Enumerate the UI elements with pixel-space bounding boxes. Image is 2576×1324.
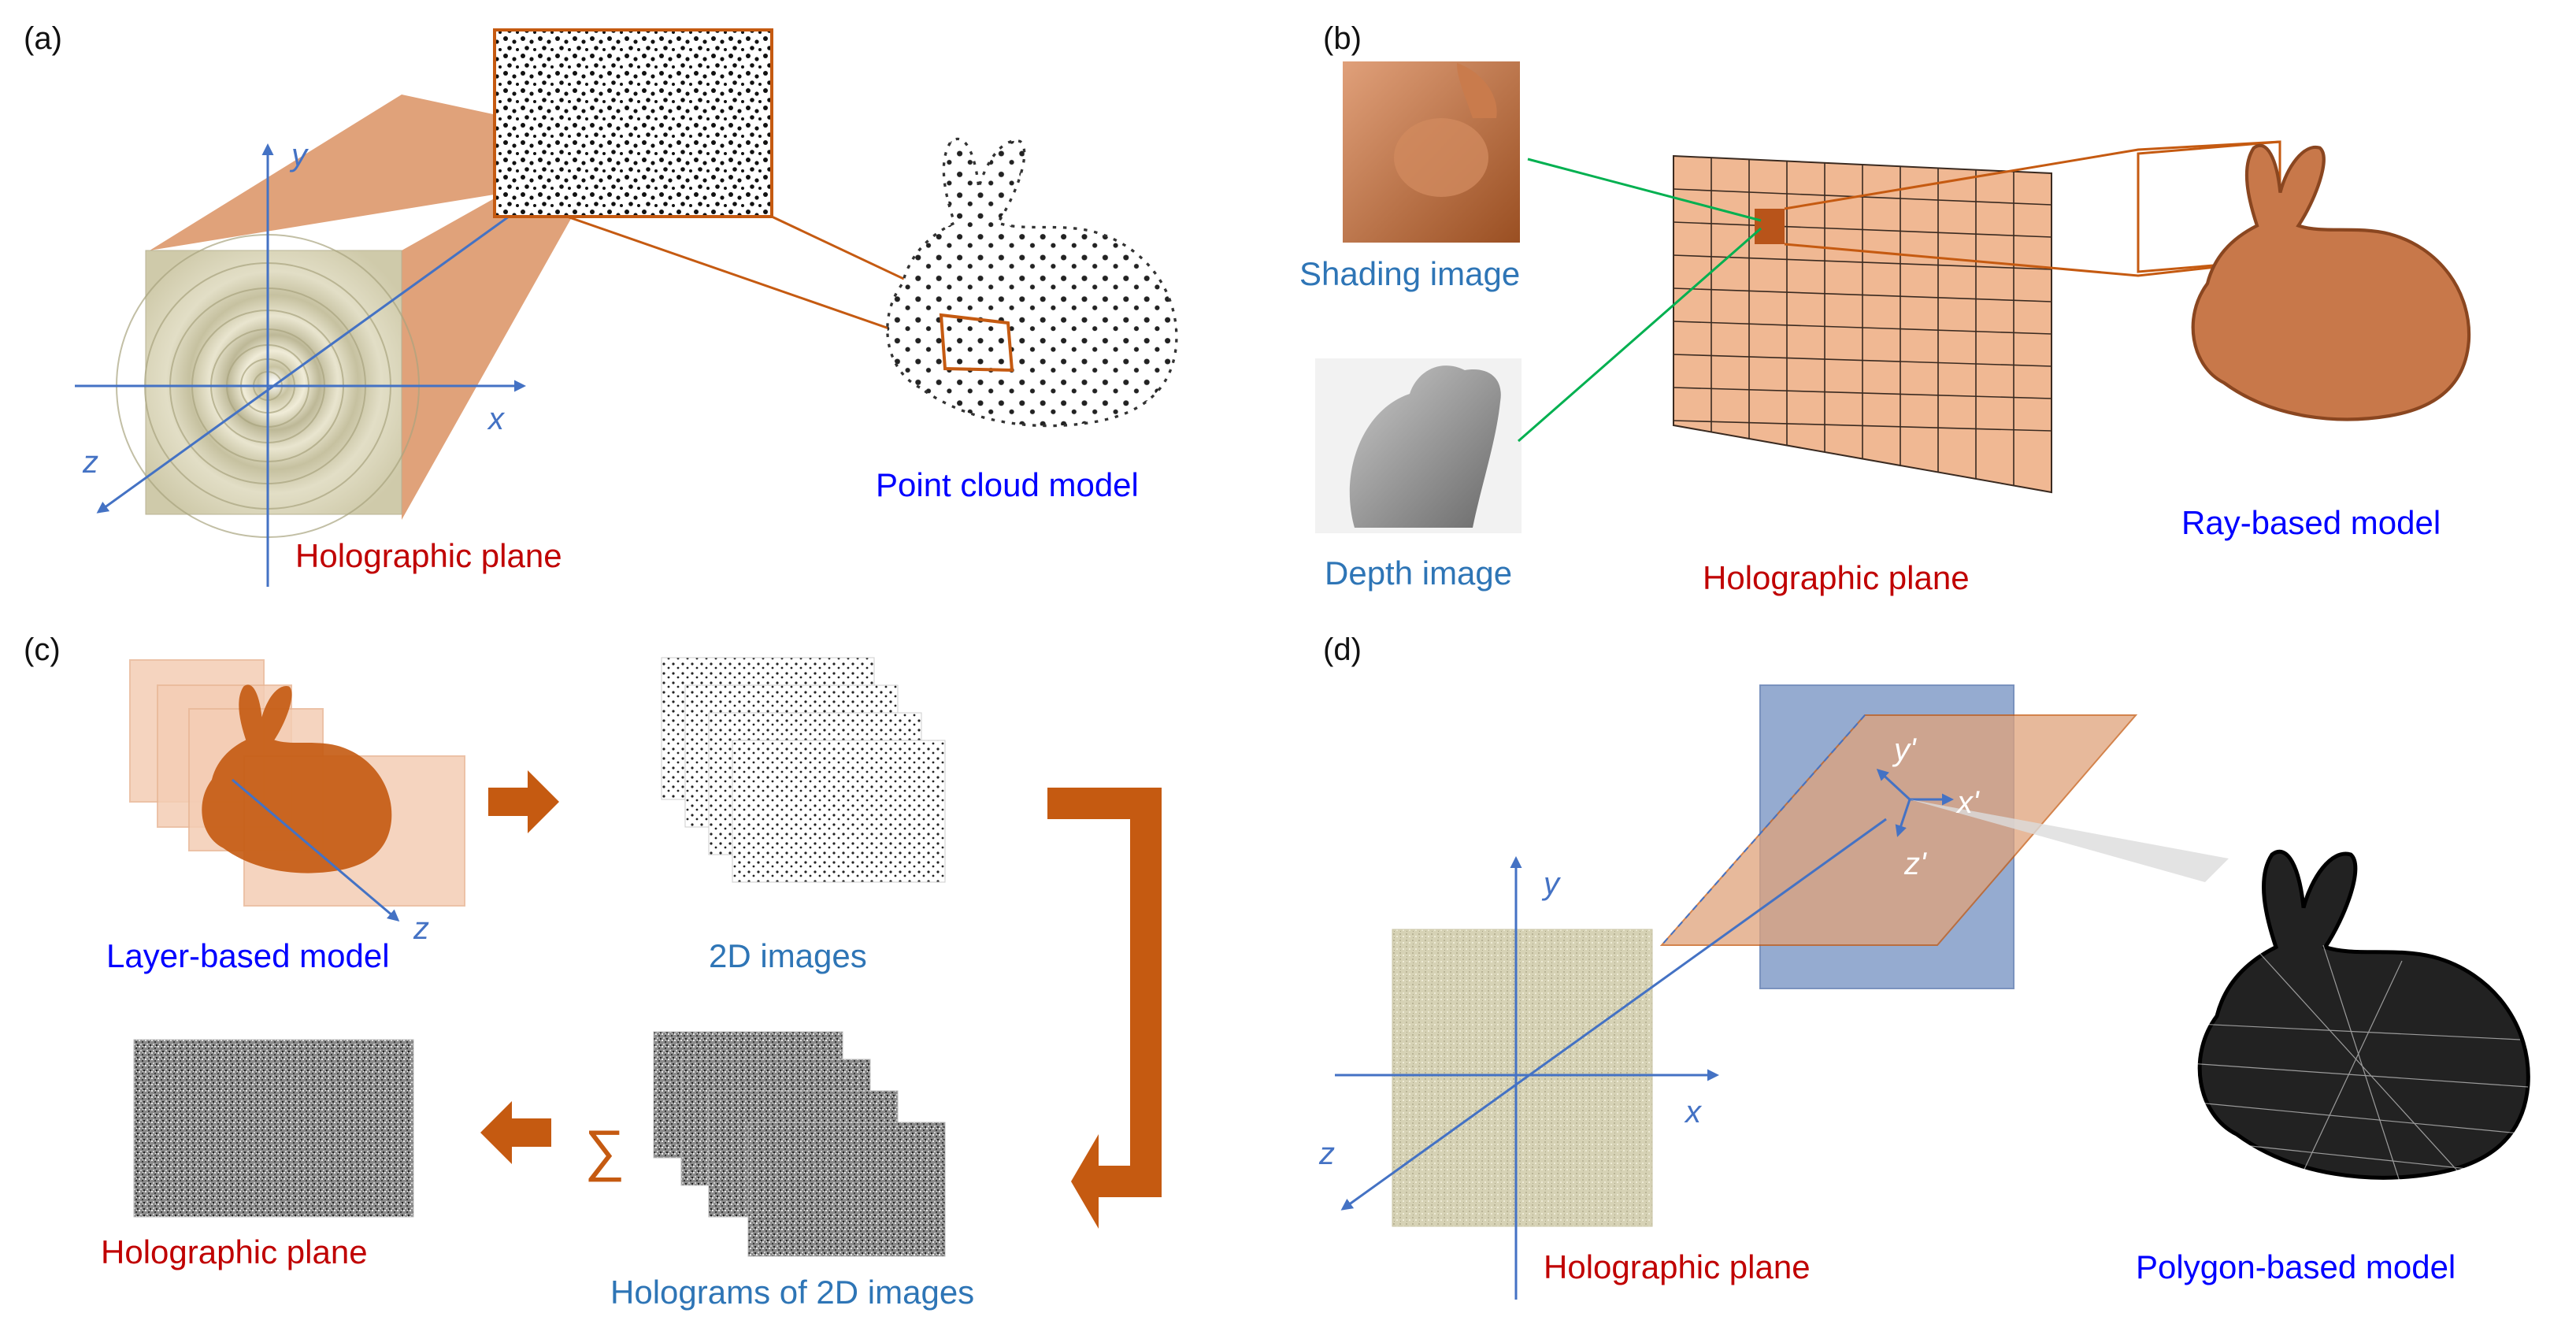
projection-beam bbox=[1910, 799, 2229, 882]
caption-model-a: Point cloud model bbox=[876, 466, 1139, 503]
depth-link-line bbox=[1518, 227, 1762, 443]
zoom-line-lower bbox=[566, 215, 942, 348]
axis-label-y-d: y bbox=[1541, 866, 1562, 901]
axis-label-z-a: z bbox=[82, 445, 98, 480]
panel-label-c: (c) bbox=[24, 632, 61, 667]
caption-holograms: Holograms of 2D images bbox=[610, 1274, 974, 1311]
panel-b: (b) Shading image Depth image bbox=[1299, 21, 2469, 596]
holographic-plane-c bbox=[133, 1039, 414, 1218]
ray-based-bunny bbox=[2193, 146, 2469, 420]
local-axis-label-z: z' bbox=[1903, 847, 1927, 881]
depth-bunny bbox=[1349, 365, 1501, 528]
shading-bunny-ear bbox=[1457, 63, 1497, 118]
local-axis-label-y: y' bbox=[1892, 732, 1917, 767]
axis-label-z-c: z bbox=[413, 911, 429, 946]
sum-symbol: ∑ bbox=[584, 1119, 625, 1182]
arrow-to-2d-images bbox=[488, 770, 559, 833]
polygon-based-bunny bbox=[2200, 851, 2528, 1178]
holographic-plane-d bbox=[1392, 929, 1653, 1227]
arrow-to-hologram bbox=[480, 1101, 551, 1164]
axis-z-c bbox=[232, 778, 400, 922]
projection-volume-right bbox=[402, 142, 614, 520]
point-zoom-inset bbox=[493, 28, 773, 218]
point-cloud-zoom-box bbox=[939, 313, 1014, 373]
polygon-edge-dashed bbox=[1661, 714, 1866, 946]
caption-model-d: Polygon-based model bbox=[2136, 1248, 2456, 1285]
point-cloud-bunny bbox=[886, 137, 1178, 428]
axis-label-y-a: y bbox=[289, 138, 309, 172]
axis-z-d bbox=[1340, 818, 1887, 1211]
axis-label-z-d: z bbox=[1318, 1137, 1335, 1171]
panel-a: (a) y x z Holographic plane Point cloud … bbox=[24, 21, 1178, 587]
bunny-mesh-lines bbox=[2189, 944, 2529, 1214]
bracket-arrow bbox=[1047, 788, 1162, 1229]
caption-depth: Depth image bbox=[1325, 554, 1512, 592]
caption-2d-images: 2D images bbox=[709, 937, 867, 974]
panel-d: (d) y x z y' x' z' Holograph bbox=[1318, 632, 2528, 1300]
ray-upper bbox=[1784, 140, 2281, 210]
local-axes bbox=[1876, 768, 1954, 837]
caption-plane-b: Holographic plane bbox=[1703, 559, 1970, 596]
panel-label-b: (b) bbox=[1323, 21, 1362, 56]
caption-plane-c: Holographic plane bbox=[101, 1233, 368, 1270]
caption-model-b: Ray-based model bbox=[2181, 504, 2441, 541]
local-axis-label-x: x' bbox=[1955, 785, 1980, 820]
hologram-slice-4 bbox=[747, 1122, 946, 1257]
plane-grid-b bbox=[1673, 158, 2052, 486]
image-slice-4 bbox=[732, 740, 946, 883]
panel-label-a: (a) bbox=[24, 21, 62, 56]
caption-plane-d: Holographic plane bbox=[1544, 1248, 1811, 1285]
caption-shading: Shading image bbox=[1299, 255, 1520, 292]
shading-link-line bbox=[1527, 158, 1762, 222]
caption-model-c: Layer-based model bbox=[106, 937, 390, 974]
panel-c: (c) z Layer-based model 2D images Hologr… bbox=[24, 632, 1162, 1311]
holographic-plane-a bbox=[145, 250, 402, 515]
caption-plane-a: Holographic plane bbox=[295, 537, 562, 574]
hogel-cell bbox=[1755, 209, 1785, 244]
axis-label-x-a: x bbox=[487, 402, 506, 436]
shading-bunny-head bbox=[1394, 118, 1488, 197]
panel-label-d: (d) bbox=[1323, 632, 1362, 667]
axis-label-x-d: x bbox=[1684, 1095, 1703, 1129]
